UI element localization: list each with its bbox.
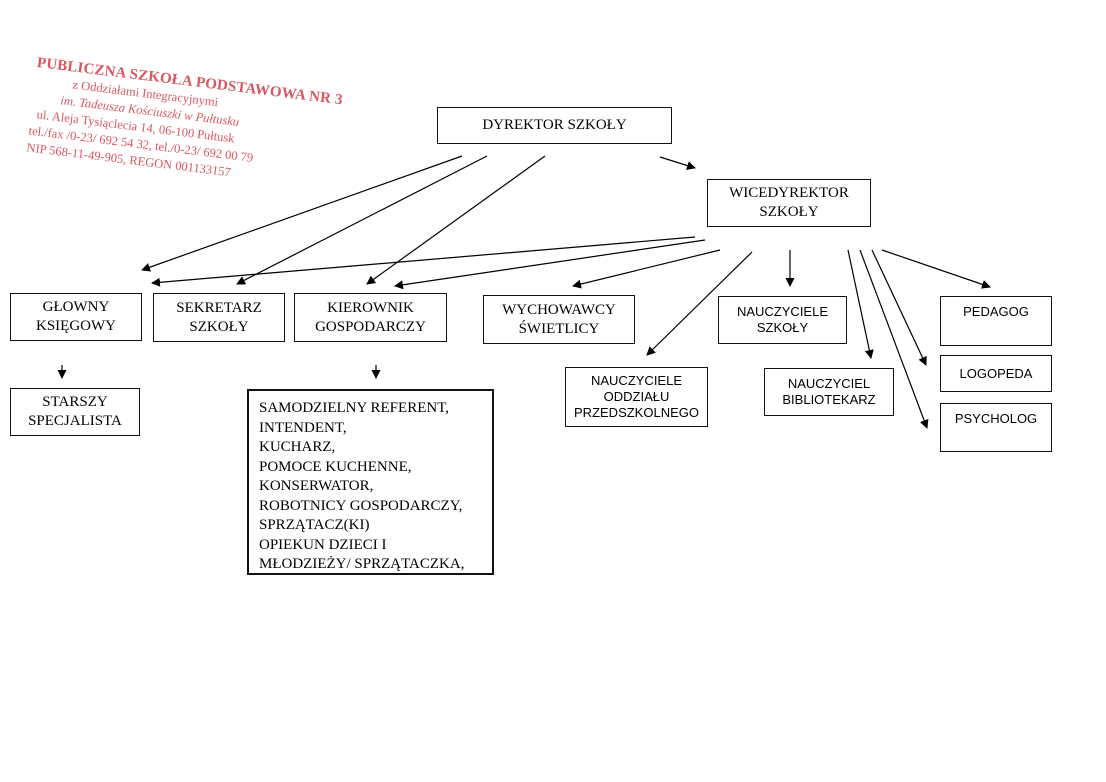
- box-psychologist-line: PSYCHOLOG: [954, 411, 1038, 426]
- box-vice-director-line: WICEDYREKTOR: [729, 185, 849, 201]
- box-director-line: DYREKTOR SZKOŁY: [482, 117, 627, 133]
- box-senior-specialist-line: STARSZY: [42, 394, 108, 410]
- box-secretary: SEKRETARZ SZKOŁY: [153, 293, 285, 342]
- staff-list-item: KONSERWATOR,: [259, 478, 374, 494]
- staff-list-item: ROBOTNICY GOSPODARCZY,: [259, 497, 463, 514]
- box-chief-accountant-line: KSIĘGOWY: [36, 318, 116, 334]
- box-pedagogue: PEDAGOG: [940, 296, 1052, 346]
- box-chief-accountant-line: GŁOWNY: [42, 299, 110, 315]
- box-preschool-teachers-line: NAUCZYCIELE: [590, 373, 683, 388]
- staff-list-item: POMOCE KUCHENNE,: [259, 458, 412, 475]
- arrow-vice-to-manager: [394, 239, 706, 290]
- staff-list-item: SPRZĄTACZ(KI): [259, 517, 370, 533]
- box-chief-accountant: GŁOWNY KSIĘGOWY: [10, 293, 142, 341]
- box-speech-therapist-line: LOGOPEDA: [959, 365, 1033, 381]
- box-teachers-line: NAUCZYCIELE: [736, 304, 829, 319]
- box-librarian: NAUCZYCIEL BIBLIOTEKARZ: [764, 368, 894, 416]
- staff-list-item: KUCHARZ,: [259, 439, 336, 455]
- arrow-vice-to-preschool: [646, 251, 753, 356]
- arrow-vice-to-pedagogue: [881, 249, 991, 289]
- box-afterschool-educators-line: WYCHOWAWCY: [502, 301, 616, 318]
- box-pedagogue-line: PEDAGOG: [963, 304, 1029, 319]
- box-preschool-teachers-line: PRZEDSZKOLNEGO: [574, 405, 699, 420]
- arrow-director-to-manager: [366, 155, 546, 285]
- box-teachers: NAUCZYCIELE SZKOŁY: [718, 296, 847, 344]
- box-secretary-line: SEKRETARZ: [176, 299, 262, 316]
- box-secretary-line: SZKOŁY: [189, 318, 249, 335]
- arrow-vice-to-psychologist: [859, 249, 929, 429]
- box-afterschool-educators-line: ŚWIETLICY: [518, 320, 600, 337]
- box-senior-specialist-line: SPECJALISTA: [28, 413, 122, 429]
- arrow-vice-to-afterschool: [572, 249, 721, 289]
- staff-list-item: INTENDENT,: [259, 419, 347, 436]
- box-vice-director-line: SZKOŁY: [759, 204, 819, 220]
- box-preschool-teachers: NAUCZYCIELE ODDZIAŁU PRZEDSZKOLNEGO: [565, 367, 708, 427]
- box-facilities-manager: KIEROWNIK GOSPODARCZY: [294, 293, 447, 342]
- box-director: DYREKTOR SZKOŁY: [437, 107, 672, 144]
- arrow-vice-to-librarian: [847, 249, 874, 359]
- arrow-vice-to-speech: [871, 249, 927, 366]
- arrow-director-to-secretary: [236, 155, 488, 285]
- box-preschool-teachers-line: ODDZIAŁU: [603, 389, 670, 404]
- box-teachers-line: SZKOŁY: [756, 320, 809, 335]
- arrow-director-to-accountant: [141, 155, 463, 272]
- box-speech-therapist: LOGOPEDA: [940, 355, 1052, 392]
- box-psychologist: PSYCHOLOG: [940, 403, 1052, 452]
- box-afterschool-educators: WYCHOWAWCY ŚWIETLICY: [483, 295, 635, 344]
- box-staff-list: SAMODZIELNY REFERENT, INTENDENT, KUCHARZ…: [247, 389, 494, 575]
- box-vice-director: WICEDYREKTOR SZKOŁY: [707, 179, 871, 227]
- arrow-vice-to-accountant: [151, 236, 696, 287]
- box-senior-specialist: STARSZY SPECJALISTA: [10, 388, 140, 436]
- arrow-director-to-vice: [659, 156, 696, 170]
- box-librarian-line: BIBLIOTEKARZ: [782, 392, 876, 407]
- box-librarian-line: NAUCZYCIEL: [787, 376, 871, 391]
- staff-list-item: MŁODZIEŻY/ SPRZĄTACZKA,: [259, 556, 465, 572]
- staff-list-item: SAMODZIELNY REFERENT,: [259, 400, 449, 416]
- box-facilities-manager-line: GOSPODARCZY: [315, 318, 426, 335]
- staff-list-item: OPIEKUN DZIECI I: [259, 536, 387, 553]
- box-facilities-manager-line: KIEROWNIK: [327, 299, 414, 316]
